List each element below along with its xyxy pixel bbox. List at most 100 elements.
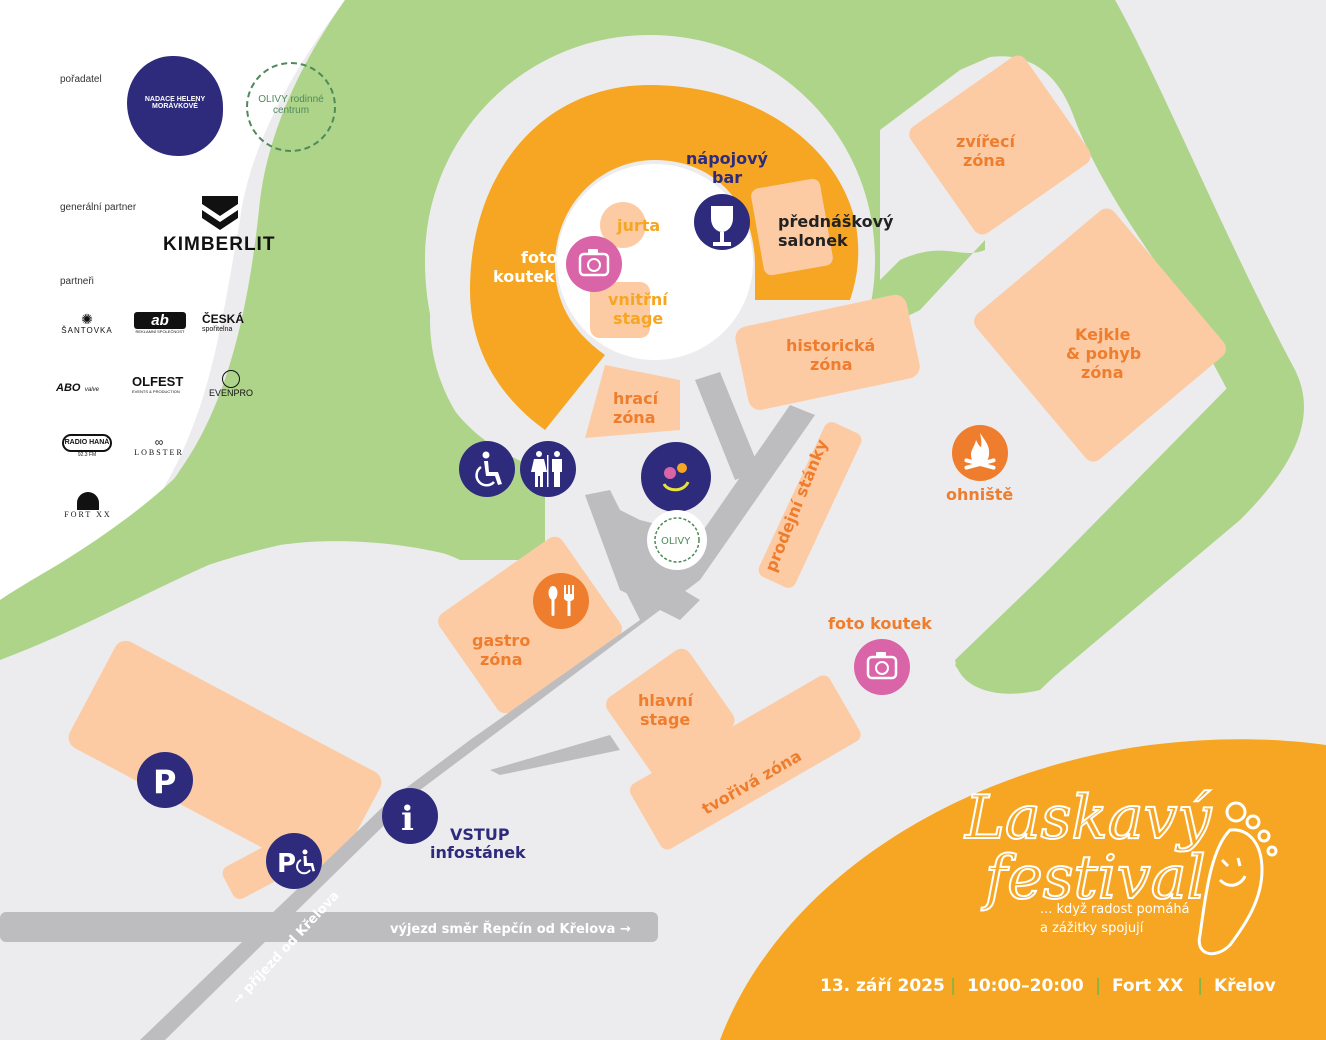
camera-marker-1[interactable] [566, 236, 622, 292]
campfire-icon [964, 433, 996, 470]
label-vnitrni-2: stage [613, 309, 663, 328]
prednaskovy-pad [751, 178, 833, 276]
parking-accessible-marker[interactable]: P [266, 833, 322, 889]
label-prednaskovy-1: přednáškový [778, 212, 894, 231]
separator-1: | [950, 976, 956, 996]
label-kejkle-2: & pohyb [1066, 344, 1141, 363]
label-hlavni-1: hlavní [638, 691, 694, 710]
parking-marker[interactable]: P [137, 752, 193, 808]
camera-icon [866, 652, 898, 680]
festival-place: Křelov [1214, 976, 1276, 996]
festival-title-2: festival [981, 843, 1206, 913]
nadace-logo-text: NADACE HELENY MORÁVKOVÉ [144, 96, 206, 110]
label-ohniste: ohniště [946, 485, 1013, 504]
foot-icon [1197, 801, 1278, 956]
wine-glass-icon [711, 206, 733, 246]
label-vstup-1: VSTUP [450, 825, 510, 844]
label-historicka-2: zóna [810, 355, 853, 374]
zone-prodejni [758, 422, 862, 588]
ab-logo-icon: ab REKLAMNÍ SPOLEČNOST [134, 312, 186, 334]
zone-parking [68, 640, 382, 880]
vnitrni-stage-pad [590, 282, 650, 338]
label-hraci-2: zóna [613, 408, 656, 427]
label-zviraci-1: zvířecí [956, 132, 1016, 151]
kimberlit-logo: KIMBERLIT [163, 196, 275, 255]
zone-zviraci [909, 55, 1091, 235]
separator-3: | [1197, 976, 1203, 996]
road-exit [0, 912, 658, 942]
jurta-circle [600, 202, 646, 248]
lobster-logo-icon: ∞ LOBSTER [134, 435, 184, 457]
green-right-strip [955, 0, 1302, 694]
label-kejkle-1: Kejkle [1075, 325, 1131, 344]
festival-date: 13. září 2025 [820, 976, 945, 996]
svg-text:OLIVY: OLIVY [661, 536, 691, 547]
orange-corner [720, 739, 1326, 1040]
info-marker[interactable]: i [382, 788, 438, 844]
label-gastro-2: zóna [480, 650, 523, 669]
accessibility-marker[interactable] [459, 441, 515, 497]
road-branch-top [695, 372, 760, 480]
tagline-1: ... když radost pomáhá [1040, 902, 1190, 917]
label-gastro-1: gastro [472, 631, 530, 650]
fort-xx-logo-icon: FORT XX [60, 492, 116, 519]
festival-title-1: Laskavý [964, 783, 1212, 853]
nadace-badge [641, 442, 711, 512]
camera-icon [578, 249, 610, 277]
festival-venue: Fort XX [1112, 976, 1183, 996]
label-foto-1a: foto [521, 248, 558, 267]
kimberlit-mark-icon [202, 196, 238, 230]
label-zviraci-2: zóna [963, 151, 1006, 170]
fork-spoon-icon [548, 585, 574, 616]
parking-icon: P [153, 763, 176, 801]
olivy-logo: OLIVY rodinné centrum [246, 62, 336, 152]
separator-2: | [1095, 976, 1101, 996]
zone-historicka [735, 294, 920, 410]
nadace-logo: NADACE HELENY MORÁVKOVÉ [127, 56, 223, 156]
label-vnitrni-1: vnitřní [608, 290, 669, 309]
orange-horseshoe [470, 85, 859, 430]
label-jurta: jurta [616, 216, 660, 235]
camera-marker-2[interactable] [854, 639, 910, 695]
food-marker[interactable] [533, 573, 589, 629]
road-spur [490, 735, 620, 775]
wheelchair-icon [296, 849, 315, 875]
green-band-right [1115, 0, 1326, 370]
label-foto-2: foto koutek [828, 614, 932, 633]
parking-accessible-icon: P [277, 849, 296, 879]
evenpro-logo-icon: EVENPRO [205, 370, 257, 398]
radio-hana-logo-icon: RADIO HANÁ 92.3 FM [62, 434, 112, 458]
organizer-label: pořadatel [60, 74, 102, 85]
drink-marker[interactable] [694, 194, 750, 250]
tagline-2: a zážitky spojují [1040, 921, 1144, 936]
label-foto-1b: koutek [493, 267, 555, 286]
label-hlavni-2: stage [640, 710, 690, 729]
label-prednaskovy-2: salonek [778, 231, 848, 250]
toilets-marker[interactable] [520, 441, 576, 497]
zone-hraci [585, 365, 680, 438]
label-vstup-2: infostánek [430, 843, 526, 862]
label-napojovy-1: nápojový [686, 149, 769, 168]
wheelchair-icon [475, 451, 502, 487]
zone-tvoriva [629, 675, 861, 850]
santovka-logo-icon: ✺ ŠANTOVKA [61, 311, 113, 335]
label-napojovy-2: bar [712, 168, 742, 187]
road-exit-label: výjezd směr Řepčín od Křelova → [390, 921, 631, 937]
zone-kejkle [974, 208, 1226, 462]
ceska-sporitelna-logo-icon: ČESKÁ spořitelna [202, 312, 245, 333]
partners-label: partneři [60, 276, 94, 287]
fire-marker[interactable] [952, 425, 1008, 481]
label-historicka-1: historická [786, 336, 875, 355]
general-partner-label: generální partner [60, 202, 137, 213]
label-kejkle-3: zóna [1081, 363, 1124, 382]
info-icon: i [401, 799, 414, 839]
festival-time: 10:00–20:00 [967, 976, 1084, 996]
olivy-badge: OLIVY [647, 510, 707, 570]
toilets-icon [531, 451, 562, 487]
abo-valve-logo-icon: ABO valve [56, 382, 99, 394]
olfest-logo-icon: OLFEST EVENTS & PRODUCTION [132, 374, 184, 394]
label-hraci-1: hrací [613, 389, 660, 408]
olivy-logo-text: OLIVY rodinné centrum [258, 94, 324, 116]
road-branch-left [585, 490, 700, 620]
